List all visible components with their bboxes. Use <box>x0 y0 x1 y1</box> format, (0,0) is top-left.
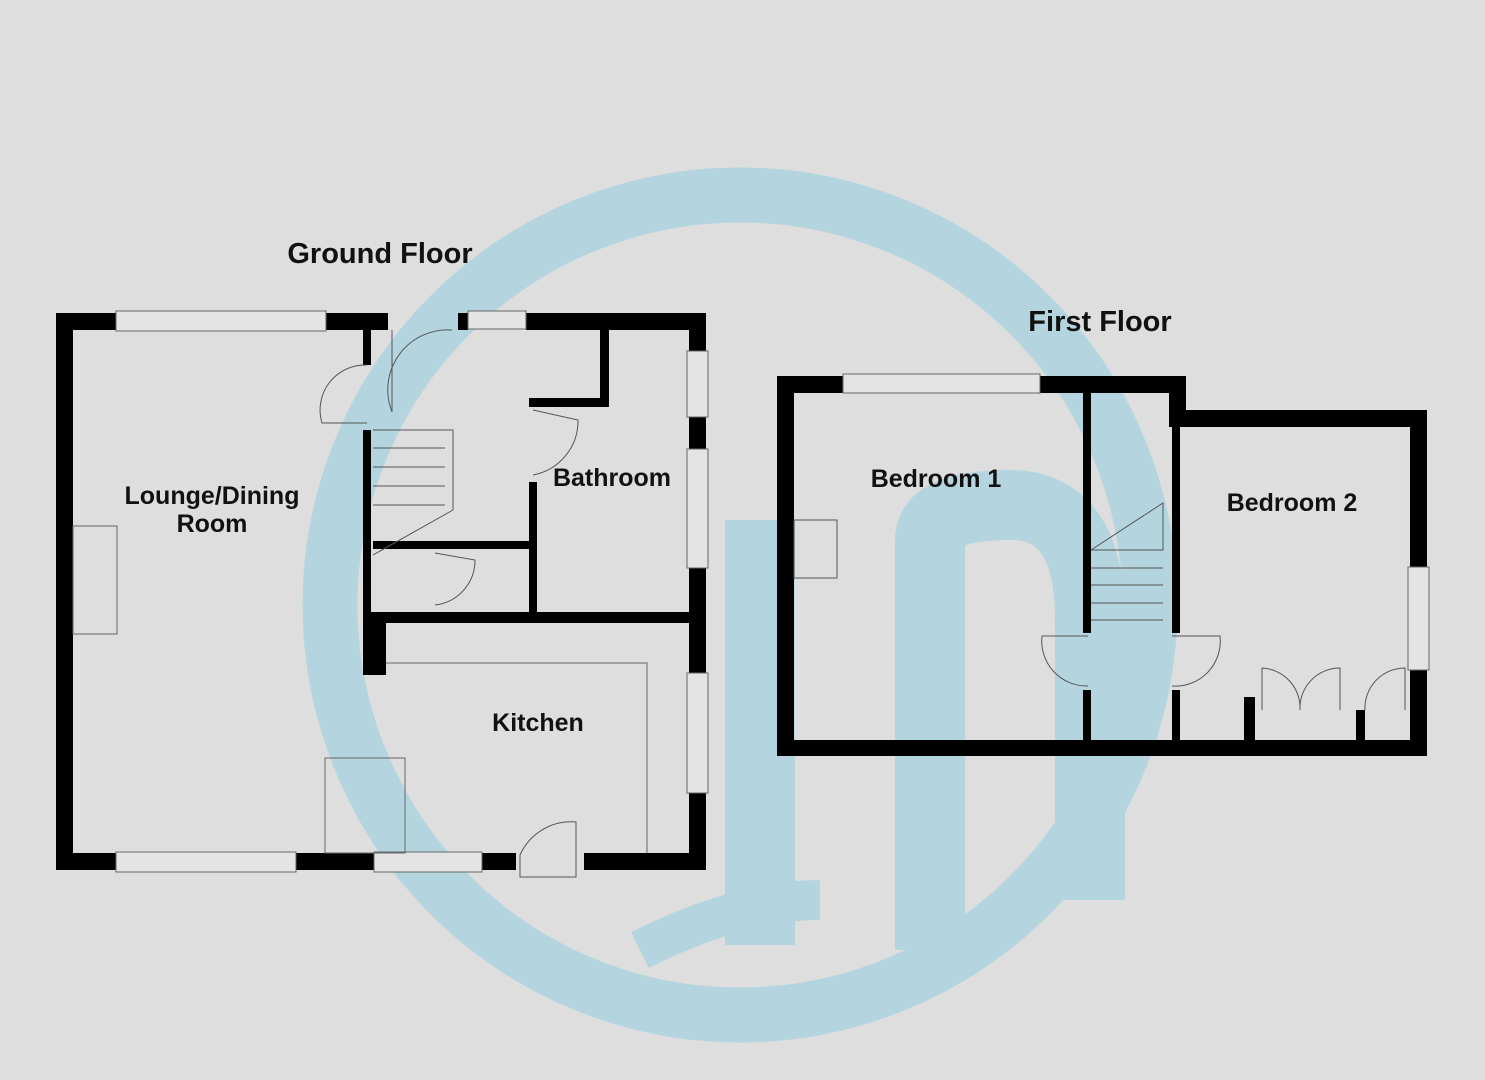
room-label-bathroom: Bathroom <box>552 464 672 492</box>
room-label-bedroom-1: Bedroom 1 <box>870 465 1002 493</box>
first-floor-title: First Floor <box>1028 306 1172 338</box>
room-label-kitchen: Kitchen <box>492 709 584 737</box>
ground-floor-plan <box>56 310 1221 878</box>
room-label-lounge-dining: Lounge/Dining Room <box>124 482 300 538</box>
first-floor-plan <box>777 373 1430 756</box>
room-label-bedroom-2: Bedroom 2 <box>1226 489 1358 517</box>
ground-floor-title: Ground Floor <box>287 238 473 270</box>
